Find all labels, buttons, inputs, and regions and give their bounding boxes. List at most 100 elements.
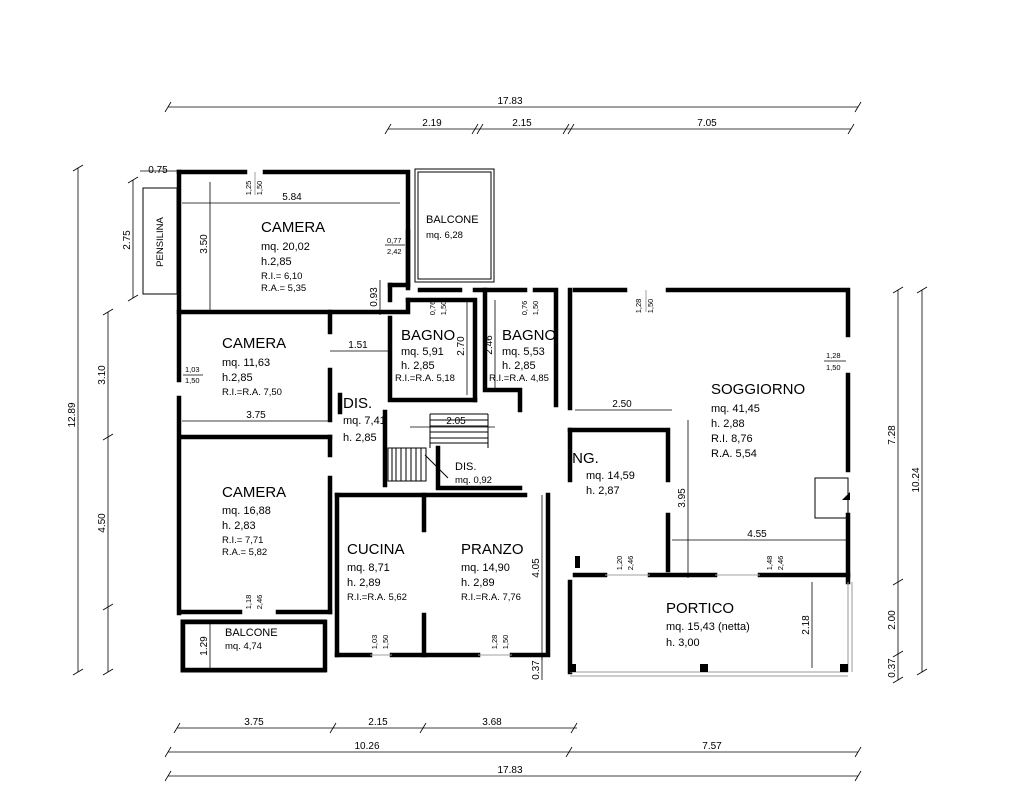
top-dimensions: 17.83 2.19 2.15 7.05 bbox=[164, 96, 862, 135]
room-height: h. 2,85 bbox=[401, 360, 435, 372]
room-ingresso: ING. mq. 14,59 h. 2,87 bbox=[568, 450, 635, 497]
room-soggiorno: SOGGIORNO mq. 41,45 h. 2,88 R.I. 8,76 R.… bbox=[711, 381, 805, 460]
dim-bottom-total: 17.83 bbox=[497, 765, 522, 776]
room-camera-2: CAMERA mq. 11,63 h.2,85 R.I.=R.A. 7,50 bbox=[222, 335, 286, 398]
room-height: h. 2,89 bbox=[461, 577, 495, 589]
dim-balcone2-h: 1.29 bbox=[199, 636, 210, 656]
dim-right-d: 0.37 bbox=[887, 658, 898, 678]
dim-bagno-a: 0.93 bbox=[369, 287, 380, 307]
room-height: h.2,85 bbox=[222, 372, 253, 384]
window-label: 2,46 bbox=[776, 556, 785, 571]
dim-dis-w: 2.05 bbox=[446, 416, 466, 427]
room-ri-ra: R.I.=R.A. 4,85 bbox=[489, 373, 549, 384]
room-name: DIS. bbox=[455, 461, 476, 473]
window-label: 2,46 bbox=[626, 556, 635, 571]
room-name: CUCINA bbox=[347, 541, 405, 558]
room-camera-1: CAMERA mq. 20,02 h.2,85 R.I.= 6,10 R.A.=… bbox=[261, 219, 325, 294]
room-ri: R.I.= 6,10 bbox=[261, 271, 302, 282]
dim-right-c: 2.00 bbox=[887, 610, 898, 630]
window-label: 1,03 bbox=[185, 365, 200, 374]
window-label: 0,77 bbox=[387, 236, 402, 245]
pensilina-label: PENSILINA bbox=[155, 217, 166, 267]
walls bbox=[176, 168, 853, 677]
room-area: mq. 5,91 bbox=[401, 346, 444, 358]
room-area: mq. 16,88 bbox=[222, 505, 271, 517]
room-area: mq. 6,28 bbox=[426, 230, 463, 241]
dim-bagno-c: 2.46 bbox=[484, 335, 495, 355]
room-height: h. 2,88 bbox=[711, 418, 745, 430]
window-label: 1,28 bbox=[826, 351, 841, 360]
dim-bottom-e: 7.57 bbox=[702, 741, 722, 752]
window-label: 1,50 bbox=[185, 376, 200, 385]
room-name: BALCONE bbox=[225, 627, 278, 639]
room-portico: PORTICO mq. 15,43 (netta) h. 3,00 bbox=[666, 600, 750, 649]
room-bagno-2: BAGNO mq. 5,53 h. 2,85 R.I.=R.A. 4,85 bbox=[489, 327, 556, 384]
dim-bottom-small: 0.37 bbox=[531, 660, 542, 680]
room-ra: R.A.= 5,35 bbox=[261, 283, 306, 294]
dim-bottom-d: 10.26 bbox=[354, 741, 379, 752]
dim-left-a: 3.10 bbox=[97, 365, 108, 385]
room-height: h. 2,85 bbox=[502, 360, 536, 372]
window-label: 1,50 bbox=[646, 299, 655, 314]
window-label: 1,03 bbox=[370, 635, 379, 650]
window-labels: 1,25 1,50 0,77 2,42 0,76 1,50 0,76 1,50 … bbox=[183, 172, 846, 656]
dim-right-a: 7.28 bbox=[887, 425, 898, 445]
dim-top-c: 7.05 bbox=[697, 118, 717, 129]
dim-pranzo-h: 4.05 bbox=[531, 558, 542, 578]
room-area: mq. 8,71 bbox=[347, 562, 390, 574]
room-name: BALCONE bbox=[426, 214, 479, 226]
window-label: 1,20 bbox=[615, 556, 624, 571]
room-height: h. 2,87 bbox=[586, 485, 620, 497]
dim-top-b: 2.15 bbox=[512, 118, 532, 129]
room-dis-1: DIS. mq. 7,41 h. 2,85 bbox=[343, 395, 386, 444]
room-ri-ra: R.I.=R.A. 7,50 bbox=[222, 387, 282, 398]
window-label: 1,28 bbox=[490, 635, 499, 650]
dim-bottom-b: 2.15 bbox=[368, 717, 388, 728]
room-height: h. 2,83 bbox=[222, 520, 256, 532]
window-label: 1,50 bbox=[255, 181, 264, 196]
dim-right-b: 10.24 bbox=[911, 467, 922, 492]
dim-bottom-a: 3.75 bbox=[244, 717, 264, 728]
room-name: PORTICO bbox=[666, 600, 734, 617]
window-label: 2,46 bbox=[255, 595, 264, 610]
room-dis-2: DIS. mq. 0,92 bbox=[455, 461, 492, 486]
dim-bottom-c: 3.68 bbox=[482, 717, 502, 728]
window-label: 2,42 bbox=[387, 247, 402, 256]
room-name: BAGNO bbox=[401, 327, 455, 344]
dim-bagno-b: 2.70 bbox=[456, 336, 467, 356]
room-area: mq. 4,74 bbox=[225, 641, 262, 652]
window-label: 1,48 bbox=[765, 556, 774, 571]
dim-sog-w: 4.55 bbox=[747, 529, 767, 540]
dim-top-a: 2.19 bbox=[422, 118, 442, 129]
window-label: 1,18 bbox=[244, 595, 253, 610]
room-balcone-2: BALCONE mq. 4,74 bbox=[225, 627, 278, 652]
room-area: mq. 15,43 (netta) bbox=[666, 621, 750, 633]
room-ra: R.A. 5,54 bbox=[711, 448, 757, 460]
room-area: mq. 14,59 bbox=[586, 470, 635, 482]
room-ri-ra: R.I.=R.A. 5,62 bbox=[347, 592, 407, 603]
dim-corr-w: 1.51 bbox=[348, 340, 368, 351]
window-label: 0,76 bbox=[520, 301, 529, 316]
window-label: 1,50 bbox=[439, 301, 448, 316]
room-ri: R.I. 8,76 bbox=[711, 433, 753, 445]
room-pranzo: PRANZO mq. 14,90 h. 2,89 R.I.=R.A. 7,76 bbox=[461, 541, 524, 603]
room-ri-ra: R.I.=R.A. 7,76 bbox=[461, 592, 521, 603]
internal-dimensions: 5.84 3.50 3.75 1.51 0.93 2.70 2.46 2.05 … bbox=[182, 182, 848, 680]
room-name: CAMERA bbox=[222, 484, 286, 501]
room-name: CAMERA bbox=[261, 219, 325, 236]
room-area: mq. 5,53 bbox=[502, 346, 545, 358]
room-name: SOGGIORNO bbox=[711, 381, 805, 398]
room-name: DIS. bbox=[343, 395, 372, 412]
room-area: mq. 0,92 bbox=[455, 475, 492, 486]
room-area: mq. 20,02 bbox=[261, 241, 310, 253]
dim-sog-h: 3.95 bbox=[677, 488, 688, 508]
dim-portico-h: 2.18 bbox=[801, 615, 812, 635]
dim-left-b: 4.50 bbox=[97, 513, 108, 533]
room-area: mq. 7,41 bbox=[343, 415, 386, 427]
window-label: 1,50 bbox=[381, 635, 390, 650]
room-bagno-1: BAGNO mq. 5,91 h. 2,85 R.I.=R.A. 5,18 bbox=[395, 327, 455, 384]
room-area: mq. 14,90 bbox=[461, 562, 510, 574]
room-balcone-1: BALCONE mq. 6,28 bbox=[426, 214, 479, 241]
room-ri: R.I.= 7,71 bbox=[222, 535, 263, 546]
